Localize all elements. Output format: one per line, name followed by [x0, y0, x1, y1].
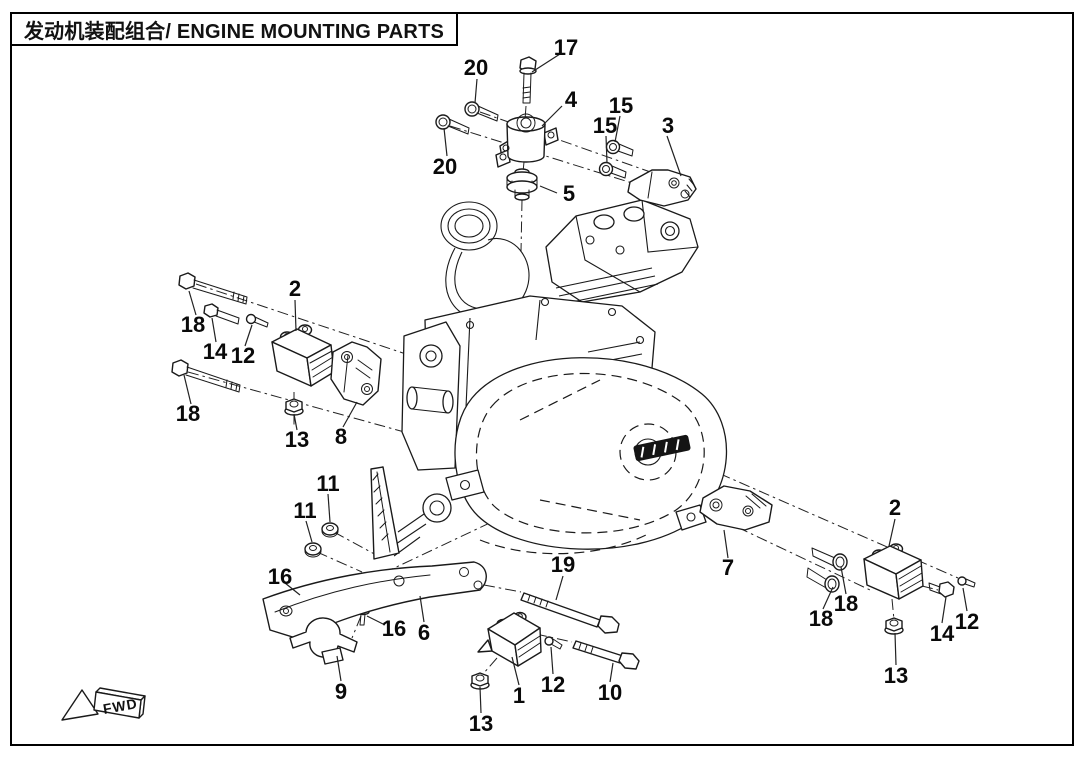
part-18-socket-bolt	[811, 547, 848, 571]
part-11-washer	[321, 522, 339, 538]
part-5-damper	[506, 168, 538, 201]
fwd-label: FWD	[102, 695, 139, 717]
part-15-socket-bolt	[605, 139, 634, 157]
part-11-washer	[304, 542, 322, 558]
part-2-engine-mount	[863, 543, 924, 600]
page-title: 发动机装配组合/ ENGINE MOUNTING PARTS	[23, 20, 445, 43]
part-12-screw	[544, 636, 563, 650]
engine-mount-lugs	[445, 469, 707, 531]
part-20-socket-bolt	[464, 101, 499, 122]
part-20-socket-bolt	[435, 114, 470, 135]
page-border	[10, 12, 1074, 746]
part-15-socket-bolt	[598, 161, 627, 179]
fwd-arrow: FWD	[61, 687, 146, 721]
part-19-long-bolt	[520, 592, 620, 634]
leader-lines	[183, 53, 968, 714]
part-18-flange-bolt	[178, 272, 248, 305]
part-8-bracket	[330, 341, 382, 406]
part-18-flange-bolt	[171, 359, 241, 393]
part-12-screw	[245, 313, 269, 328]
part-13-flange-nut	[884, 617, 904, 635]
part-14-hex-bolt	[928, 581, 955, 598]
part-13-flange-nut	[470, 672, 490, 690]
title-box: 发动机装配组合/ ENGINE MOUNTING PARTS	[10, 12, 458, 46]
part-12-screw	[957, 576, 976, 588]
part-1-engine-mount	[477, 611, 542, 667]
part-18-socket-bolt	[806, 567, 840, 593]
part-14-hex-bolt	[203, 303, 240, 325]
brand-badge-icon	[633, 434, 691, 462]
exhaust-coil-icon	[440, 201, 530, 320]
cylinder-head-icon	[545, 199, 699, 305]
part-3-bracket	[627, 169, 697, 207]
cvt-cover-icon	[454, 357, 728, 555]
part-10-long-bolt	[572, 640, 640, 670]
part-17-flange-bolt	[519, 56, 537, 104]
part-4-rubber-mount	[495, 113, 559, 168]
part-13-flange-nut	[284, 398, 304, 416]
part-7-bracket	[699, 485, 773, 531]
engine-illustration	[393, 199, 728, 557]
front-housing-icon	[393, 321, 461, 557]
part-2-engine-mount	[271, 324, 335, 387]
